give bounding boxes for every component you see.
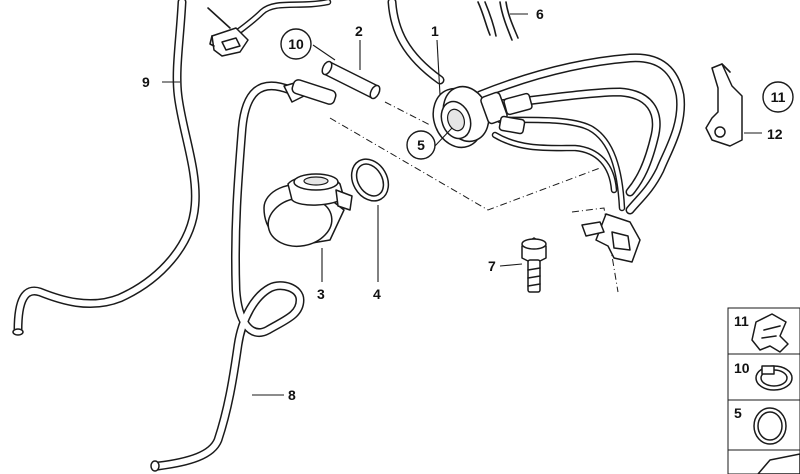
part-4-o-ring xyxy=(350,158,390,202)
assembly-lines xyxy=(329,101,619,293)
callout-10: 10 xyxy=(288,36,304,52)
callout-4: 4 xyxy=(373,286,381,302)
part-12-bracket xyxy=(705,63,743,147)
callout-7: 7 xyxy=(488,258,496,274)
callout-9: 9 xyxy=(142,74,150,90)
legend-parts: 11 10 5 xyxy=(727,307,800,474)
part-2-tube xyxy=(321,60,381,100)
callout-5-circled: 5 xyxy=(406,130,436,160)
legend-hose-clamp-icon xyxy=(755,365,793,391)
legend-label-10: 10 xyxy=(734,360,750,376)
legend-label-5: 5 xyxy=(734,405,742,421)
hose-9 xyxy=(12,0,200,336)
legend-o-ring-icon xyxy=(753,407,787,445)
callout-3: 3 xyxy=(317,286,325,302)
part-6-wire xyxy=(477,1,519,41)
part-7-bolt xyxy=(521,237,547,293)
callout-1: 1 xyxy=(431,23,439,39)
callout-6: 6 xyxy=(536,6,544,22)
leader-lines xyxy=(162,13,762,396)
legend-label-11: 11 xyxy=(734,313,749,329)
callouts: 1 2 3 4 5 6 7 8 9 10 11 12 xyxy=(142,6,794,403)
part-3-filter xyxy=(263,173,353,248)
callout-2: 2 xyxy=(355,23,363,39)
callout-11: 11 xyxy=(771,89,786,105)
legend-extra-part-icon xyxy=(757,453,800,474)
legend-clip-icon xyxy=(751,313,789,353)
hose-8 xyxy=(150,79,337,472)
part-1-valve-assembly xyxy=(387,0,686,263)
callout-11-circled: 11 xyxy=(762,81,794,113)
callout-8: 8 xyxy=(288,387,296,403)
callout-10-circled: 10 xyxy=(280,28,312,60)
hose-top-connector xyxy=(207,0,332,57)
callout-5: 5 xyxy=(417,137,425,153)
callout-12: 12 xyxy=(767,126,783,142)
